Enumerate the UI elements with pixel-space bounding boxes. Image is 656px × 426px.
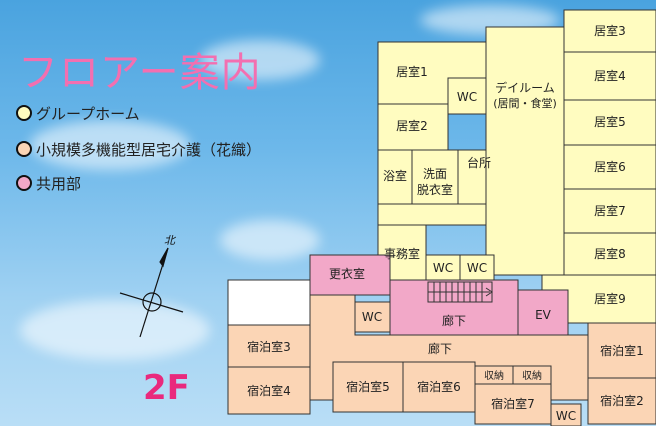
stairs-icon [427, 281, 493, 303]
room-shukuhaku2 [587, 377, 656, 425]
label-kyoshitsu7: 居室7 [594, 203, 626, 218]
label-shukuhaku7: 宿泊室7 [491, 396, 535, 411]
legend-label: グループホーム [36, 105, 140, 123]
compass-icon [119, 247, 184, 338]
label-shukuhaku2: 宿泊室2 [600, 393, 644, 408]
legend-item-common: 共用部 [16, 173, 81, 194]
legend-item-small-multi: 小規模多機能型居宅介護（花織） [16, 139, 261, 160]
room-shukuhaku5 [332, 361, 404, 413]
label-shuno1: 収納 [484, 369, 504, 382]
label-shukuhaku4: 宿泊室4 [247, 383, 291, 398]
room-wc-upper [447, 77, 487, 115]
room-dayroom [485, 26, 565, 276]
label-wc-mid2: WC [467, 261, 487, 275]
label-kyoshitsu9: 居室9 [594, 291, 626, 306]
label-dayroom-2: (居間・食堂) [493, 96, 557, 110]
label-shukuhaku1: 宿泊室1 [600, 343, 644, 358]
label-yokushitsu: 浴室 [383, 168, 407, 183]
legend-item-group-home: グループホーム [16, 103, 140, 124]
room-kyoshitsu2 [377, 103, 449, 151]
label-roka-lower: 廊下 [428, 341, 452, 356]
label-wc-bottom: WC [556, 409, 576, 423]
label-roka-center: 廊下 [442, 313, 466, 328]
label-kyoshitsu5: 居室5 [594, 114, 626, 129]
room-kyoshitsu3 [563, 9, 656, 53]
label-kyoshitsu1: 居室1 [396, 64, 428, 79]
legend-label: 共用部 [36, 175, 82, 193]
room-wc-bottom [550, 403, 582, 426]
room-wc-mid2 [459, 254, 495, 281]
room-hall-upper [377, 203, 487, 226]
room-wc-mid1 [425, 254, 461, 281]
label-wc-mid1: WC [433, 261, 453, 275]
label-jimushitsu: 事務室 [384, 246, 420, 261]
room-yokushitsu [377, 149, 413, 205]
label-kyoshitsu3: 居室3 [594, 23, 626, 38]
label-koishitsu: 更衣室 [329, 266, 365, 281]
label-senmen-2: 脱衣室 [417, 182, 453, 197]
room-kyoshitsu4 [563, 51, 656, 101]
room-daidokoro [457, 149, 487, 205]
room-roka-center [389, 279, 519, 336]
room-kyoshitsu5 [563, 99, 656, 146]
legend-label: 小規模多機能型居宅介護（花織） [36, 141, 262, 159]
room-wc-left [354, 301, 391, 333]
label-kyoshitsu2: 居室2 [396, 118, 428, 133]
legend-swatch-common [16, 175, 32, 191]
label-kyoshitsu8: 居室8 [594, 246, 626, 261]
label-senmen-1: 洗面 [423, 167, 447, 181]
legend-swatch-group-home [16, 105, 32, 121]
label-shukuhaku3: 宿泊室3 [247, 339, 291, 354]
label-shuno2: 収納 [522, 369, 542, 382]
cloud [200, 40, 320, 80]
label-shukuhaku5: 宿泊室5 [346, 379, 390, 394]
cloud [30, 120, 190, 170]
cloud [220, 220, 320, 260]
balcony [227, 279, 311, 326]
label-kyoshitsu6: 居室6 [594, 159, 626, 174]
label-ev: EV [535, 308, 552, 322]
floor-label: 2F [143, 368, 190, 408]
north-label: 北 [164, 234, 175, 247]
label-daidokoro: 台所 [467, 155, 491, 170]
room-shukuhaku6 [402, 361, 476, 413]
label-kyoshitsu4: 居室4 [594, 68, 626, 83]
label-wc-upper: WC [457, 90, 477, 104]
room-koishitsu [309, 254, 391, 296]
room-shukuhaku4 [227, 366, 311, 415]
label-wc-left: WC [362, 310, 382, 324]
room-shukuhaku1 [587, 322, 656, 379]
legend-swatch-small-multi [16, 141, 32, 157]
label-dayroom-1: デイルーム [495, 80, 555, 95]
label-shukuhaku6: 宿泊室6 [417, 379, 461, 394]
page-title: フロアー案内 [18, 50, 262, 96]
room-kyoshitsu6 [563, 144, 656, 190]
